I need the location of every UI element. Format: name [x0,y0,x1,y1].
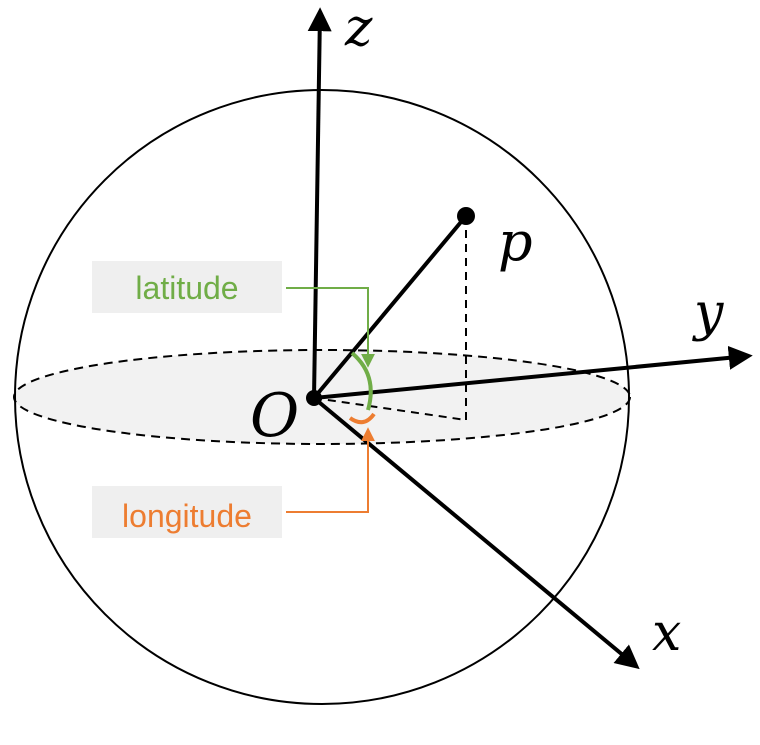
origin-label: O [250,381,299,451]
radius-to-point [312,214,468,400]
point-p-dot [457,207,475,225]
z-axis-label: z [344,0,373,58]
latitude-arc [350,351,373,411]
origin-dot [306,390,322,406]
longitude-label: longitude [122,498,252,534]
projection-radial-dashed [313,397,467,421]
longitude-leader [286,427,375,513]
longitude-label-box [92,486,282,538]
x-axis-label: x [652,603,681,663]
latitude-leader [286,287,375,368]
latitude-label-box [92,261,282,313]
point-p-label: p [498,210,533,273]
y-axis [313,345,753,400]
longitude-arc [348,412,376,425]
z-axis [307,7,332,399]
y-axis-label: y [692,283,724,343]
x-axis [312,396,640,670]
sphere-outline [14,89,630,705]
latitude-label: latitude [135,270,238,306]
